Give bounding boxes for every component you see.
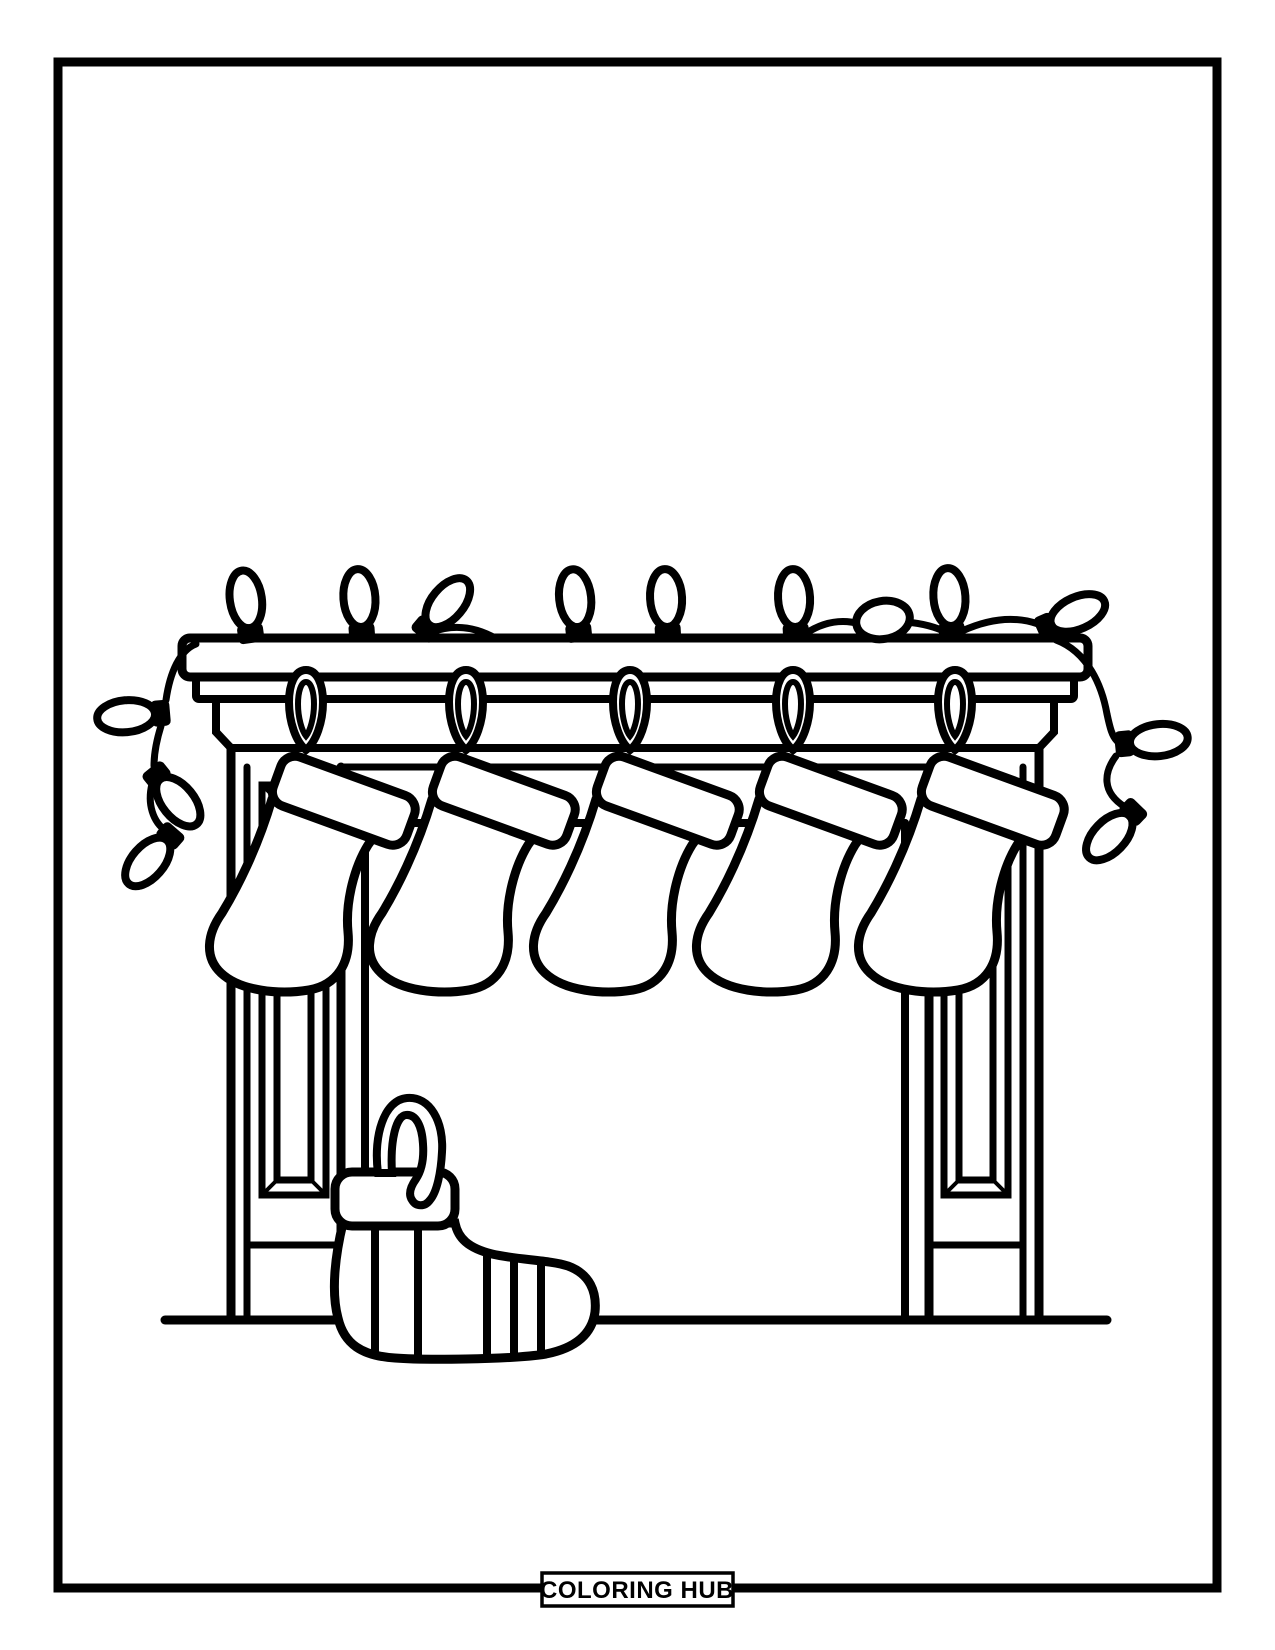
cord-right-1 — [1103, 752, 1129, 811]
light-cords — [146, 615, 1129, 835]
frieze-left-edge — [212, 695, 235, 752]
floor-stocking-hanger-hook — [372, 1093, 447, 1210]
brand-badge-box — [540, 1571, 735, 1608]
cord-left-corner — [162, 640, 200, 704]
cord-left-1 — [150, 722, 165, 770]
string-lights — [96, 567, 1189, 894]
light-bulb-top-7 — [852, 596, 914, 644]
brand-badge-label: COLORING HUB — [540, 1577, 734, 1604]
brand-badge: COLORING HUB — [540, 1571, 735, 1608]
cord-top-4 — [958, 615, 1042, 635]
cord-right-corner — [1052, 636, 1121, 745]
floor-stocking-body — [329, 1218, 600, 1364]
frieze-right-edge — [1035, 695, 1058, 752]
floor-stocking-stripes — [371, 1223, 545, 1360]
floor-stocking — [329, 1093, 600, 1364]
